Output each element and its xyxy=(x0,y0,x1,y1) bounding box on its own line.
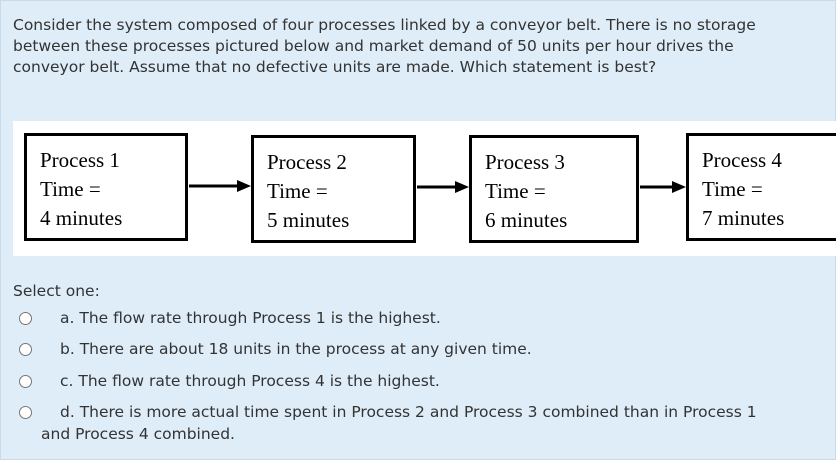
option-c-radio[interactable] xyxy=(19,375,32,388)
process-1-time-label: Time = xyxy=(40,177,101,201)
process-3-time-value: 6 minutes xyxy=(485,208,568,232)
question-text: Consider the system composed of four pro… xyxy=(13,16,756,76)
process-4-name: Process 4 xyxy=(702,148,782,172)
option-c-label[interactable]: c. The flow rate through Process 4 is th… xyxy=(60,372,440,390)
option-a-label[interactable]: a. The flow rate through Process 1 is th… xyxy=(60,309,441,327)
arrow-1-icon xyxy=(189,180,251,192)
process-3-name: Process 3 xyxy=(485,150,565,174)
process-2-name: Process 2 xyxy=(267,150,347,174)
process-2-box: Process 2 Time = 5 minutes xyxy=(251,135,416,243)
option-d-label-continued[interactable]: and Process 4 combined. xyxy=(41,425,235,443)
process-1-time-value: 4 minutes xyxy=(40,206,123,230)
process-1-name: Process 1 xyxy=(40,148,120,172)
option-a-radio[interactable] xyxy=(19,312,32,325)
process-2-time-label: Time = xyxy=(267,179,328,203)
option-d-radio[interactable] xyxy=(19,406,32,419)
option-b-radio[interactable] xyxy=(19,343,32,356)
option-b-label[interactable]: b. There are about 18 units in the proce… xyxy=(60,340,532,358)
process-4-box: Process 4 Time = 7 minutes xyxy=(686,133,836,241)
arrow-3-icon xyxy=(640,181,686,193)
process-diagram: Process 1 Time = 4 minutes Process 2 Tim… xyxy=(13,121,836,256)
process-4-time-label: Time = xyxy=(702,177,763,201)
select-one-label: Select one: xyxy=(13,282,100,300)
option-d[interactable]: d. There is more actual time spent in Pr… xyxy=(1,401,836,447)
arrow-2-icon xyxy=(417,181,469,193)
process-1-box: Process 1 Time = 4 minutes xyxy=(24,133,188,241)
option-d-label[interactable]: d. There is more actual time spent in Pr… xyxy=(60,403,757,421)
process-2-time-value: 5 minutes xyxy=(267,208,350,232)
process-3-box: Process 3 Time = 6 minutes xyxy=(469,135,639,243)
process-4-time-value: 7 minutes xyxy=(702,206,785,230)
process-3-time-label: Time = xyxy=(485,179,546,203)
